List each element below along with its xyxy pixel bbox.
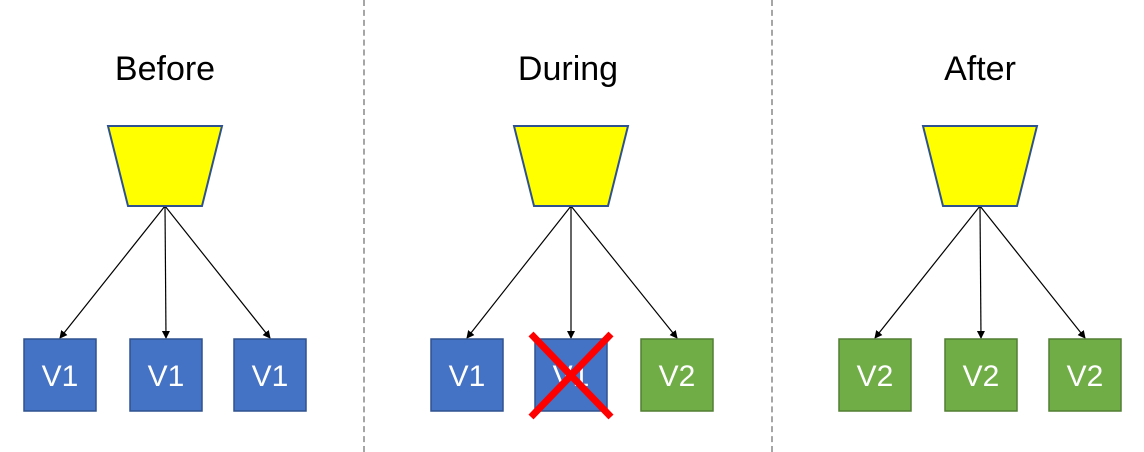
node-during-2: V1 bbox=[528, 331, 614, 420]
load-balancer-after-icon bbox=[921, 125, 1039, 207]
node-label: V1 bbox=[42, 360, 79, 393]
arrow-after-1 bbox=[874, 205, 981, 339]
node-box bbox=[1048, 338, 1122, 412]
panel-before: V1 V1 V1 bbox=[23, 125, 307, 412]
panel-divider-right bbox=[771, 0, 773, 452]
load-balancer-during-icon bbox=[512, 125, 630, 207]
node-before-2: V1 bbox=[129, 338, 203, 412]
node-box bbox=[129, 338, 203, 412]
node-box bbox=[838, 338, 912, 412]
panel-divider-left bbox=[363, 0, 365, 452]
node-box bbox=[640, 338, 714, 412]
node-box bbox=[233, 338, 307, 412]
node-after-1: V2 bbox=[838, 338, 912, 412]
node-before-1: V1 bbox=[23, 338, 97, 412]
arrow-during-1 bbox=[466, 205, 572, 339]
node-box bbox=[944, 338, 1018, 412]
panel-after: V2 V2 V2 bbox=[838, 125, 1122, 412]
node-label: V2 bbox=[857, 360, 894, 393]
removed-x-icon bbox=[528, 331, 614, 420]
panel-title-after: After bbox=[944, 50, 1016, 88]
arrow-after-2 bbox=[976, 205, 985, 339]
node-label: V2 bbox=[963, 360, 1000, 393]
node-label: V1 bbox=[252, 360, 289, 393]
node-box bbox=[430, 338, 504, 412]
node-before-3: V1 bbox=[233, 338, 307, 412]
arrow-before-1 bbox=[59, 205, 166, 339]
node-label: V1 bbox=[148, 360, 185, 393]
node-during-3: V2 bbox=[640, 338, 714, 412]
removed-x-stroke bbox=[528, 331, 614, 420]
node-label: V2 bbox=[659, 360, 696, 393]
node-label: V2 bbox=[1067, 360, 1104, 393]
node-during-1: V1 bbox=[430, 338, 504, 412]
panel-during: V1 V1 V2 bbox=[430, 125, 714, 420]
arrow-after-3 bbox=[979, 205, 1086, 339]
node-label: V1 bbox=[449, 360, 486, 393]
node-box bbox=[23, 338, 97, 412]
node-after-2: V2 bbox=[944, 338, 1018, 412]
load-balancer-before-icon bbox=[106, 125, 224, 207]
arrow-before-3 bbox=[164, 205, 271, 339]
arrow-during-3 bbox=[570, 205, 678, 339]
arrow-before-2 bbox=[161, 205, 170, 339]
node-after-3: V2 bbox=[1048, 338, 1122, 412]
panel-title-during: During bbox=[517, 50, 619, 88]
panel-title-before: Before bbox=[114, 50, 216, 88]
